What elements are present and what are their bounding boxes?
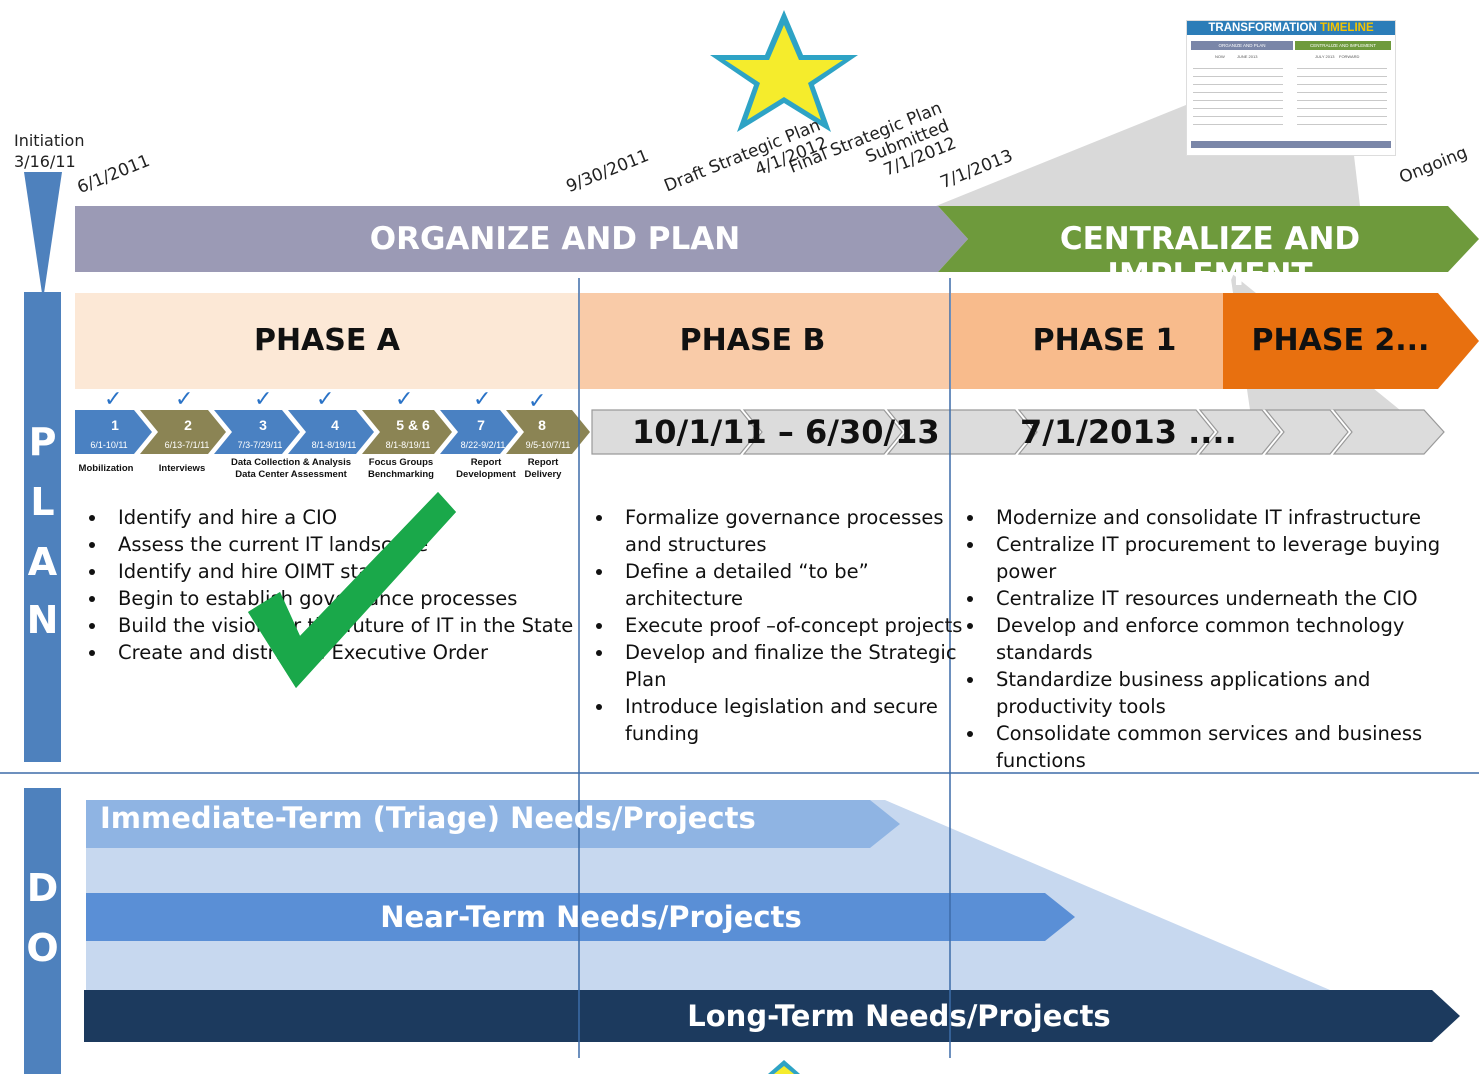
step-date-3: 7/3-7/29/11 (237, 440, 283, 450)
check-icon-2: ✓ (175, 386, 194, 411)
thumbnail-timeline: TRANSFORMATION TIMELINE ORGANIZE AND PLA… (1186, 20, 1396, 156)
phase-b-title: PHASE B (679, 323, 826, 358)
thumbnail-lines-right (1297, 65, 1387, 125)
thumbnail-july: JULY 2013 (1315, 54, 1335, 59)
step-date-8: 9/5-10/7/11 (525, 440, 571, 450)
immediate-label: Immediate-Term (Triage) Needs/Projects (100, 801, 756, 835)
long-bar (84, 990, 1460, 1042)
step-label-8: Report Delivery (524, 457, 562, 480)
phase-1-range: 7/1/2013 .... (1020, 413, 1237, 451)
check-icon-8: ✓ (528, 388, 547, 413)
thumbnail-forward: FORWARD (1339, 54, 1360, 59)
immediate-bar (86, 800, 900, 848)
thumbnail-lines (1193, 65, 1283, 125)
plan-letter-a: A (27, 540, 58, 584)
near-label: Near-Term Needs/Projects (380, 900, 802, 934)
list-item: Execute proof –of-concept projects (615, 612, 970, 639)
list-item: Develop and finalize the Strategic Plan (615, 639, 970, 693)
step-label-1: Mobilization (78, 463, 134, 474)
gray-chevrons (591, 409, 1445, 455)
star-icon (710, 10, 858, 132)
organize-title: ORGANIZE AND PLAN (369, 221, 741, 257)
initiation-label: Initiation 3/16/11 (14, 131, 85, 171)
phase-1-bullets: Modernize and consolidate IT infrastruct… (958, 504, 1456, 774)
thumbnail-left-bar: ORGANIZE AND PLAN (1191, 41, 1293, 50)
step-chevron-8 (506, 410, 590, 454)
check-icon-5: ✓ (395, 386, 414, 411)
list-item: Assess the current IT landscape (108, 531, 598, 558)
step-num-7: 7 (477, 417, 485, 433)
step-label-3: Data Collection & Analysis Data Center A… (230, 457, 351, 480)
plan-sidebar (24, 292, 61, 762)
step-num-2: 2 (184, 417, 192, 433)
phase-2-title: PHASE 2... (1251, 323, 1430, 358)
step-num-8: 8 (538, 417, 546, 433)
list-item: Consolidate common services and business… (986, 720, 1456, 774)
thumbnail-right-bar: CENTRALIZE AND IMPLEMENT (1295, 41, 1391, 50)
star-icon-bottom (768, 1060, 800, 1074)
list-item: Begin to establish governance processes (108, 585, 598, 612)
organize-bar (75, 206, 968, 272)
phase-a-title: PHASE A (253, 323, 401, 358)
near-bar (86, 893, 1075, 941)
list-item: Build the vision for the future of IT in… (108, 612, 598, 639)
list-item: Define a detailed “to be” architecture (615, 558, 970, 612)
step-chevron-4 (288, 410, 374, 454)
phase-1-title: PHASE 1 (1032, 323, 1177, 358)
step-label-2: Interviews (158, 463, 206, 474)
step-chevron-7 (440, 410, 518, 454)
phase-a-block (75, 293, 579, 389)
step-chevron-2 (140, 410, 226, 454)
list-item: Standardize business applications and pr… (986, 666, 1456, 720)
list-item: Centralize IT resources underneath the C… (986, 585, 1456, 612)
long-label: Long-Term Needs/Projects (687, 999, 1111, 1033)
list-item: Create and distribute Executive Order (108, 639, 598, 666)
step-num-4: 4 (331, 417, 339, 433)
step-num-1: 1 (111, 417, 119, 433)
step-chevron-1 (75, 410, 152, 454)
plan-letter-l: L (30, 480, 55, 524)
step-date-2: 6/13-7/1/11 (164, 440, 210, 450)
do-letter-d: D (26, 866, 59, 910)
thumbnail-bottom-bar (1191, 141, 1391, 148)
phase-2-block (1223, 293, 1479, 389)
centralize-bar (938, 206, 1479, 272)
do-letter-o: O (26, 926, 59, 970)
thumbnail-june: JUNE 2013 (1237, 54, 1258, 59)
step-chevron-3 (214, 410, 300, 454)
list-item: Formalize governance processes and struc… (615, 504, 970, 558)
thumbnail-title: TRANSFORMATION TIMELINE (1187, 21, 1395, 35)
list-item: Introduce legislation and secure funding (615, 693, 970, 747)
check-icon-3: ✓ (254, 386, 273, 411)
list-item: Identify and hire a CIO (108, 504, 598, 531)
list-item: Centralize IT procurement to leverage bu… (986, 531, 1456, 585)
step-date-5: 8/1-8/19/11 (385, 440, 431, 450)
step-chevron-5 (362, 410, 452, 454)
step-date-1: 6/1-10/11 (90, 440, 128, 450)
phase-1-block (951, 293, 1223, 389)
step-date-7: 8/22-9/2/11 (460, 440, 506, 450)
initiation-marker (24, 172, 62, 300)
step-date-4: 8/1-8/19/11 (311, 440, 357, 450)
step-num-3: 3 (259, 417, 267, 433)
list-item: Modernize and consolidate IT infrastruct… (986, 504, 1456, 531)
list-item: Identify and hire OIMT staff (108, 558, 598, 585)
step-num-5: 5 & 6 (396, 417, 430, 433)
list-item: Develop and enforce common technology st… (986, 612, 1456, 666)
phase-b-block (580, 293, 950, 389)
phase-a-bullets: Identify and hire a CIO Assess the curre… (80, 504, 598, 666)
plan-letter-n: N (26, 598, 59, 642)
check-icon-1: ✓ (104, 386, 123, 411)
check-icon-7: ✓ (473, 386, 492, 411)
do-sidebar (24, 788, 61, 1074)
centralize-title: CENTRALIZE AND IMPLEMENT (1059, 221, 1361, 293)
phase-b-range: 10/1/11 – 6/30/13 (632, 413, 940, 451)
phase-b-bullets: Formalize governance processes and struc… (587, 504, 970, 747)
step-label-7: Report Development (456, 457, 516, 480)
plan-letter-p: P (28, 420, 57, 464)
step-label-5: Focus Groups Benchmarking (368, 457, 434, 480)
thumbnail-now: NOW (1215, 54, 1225, 59)
check-icon-4: ✓ (316, 386, 335, 411)
